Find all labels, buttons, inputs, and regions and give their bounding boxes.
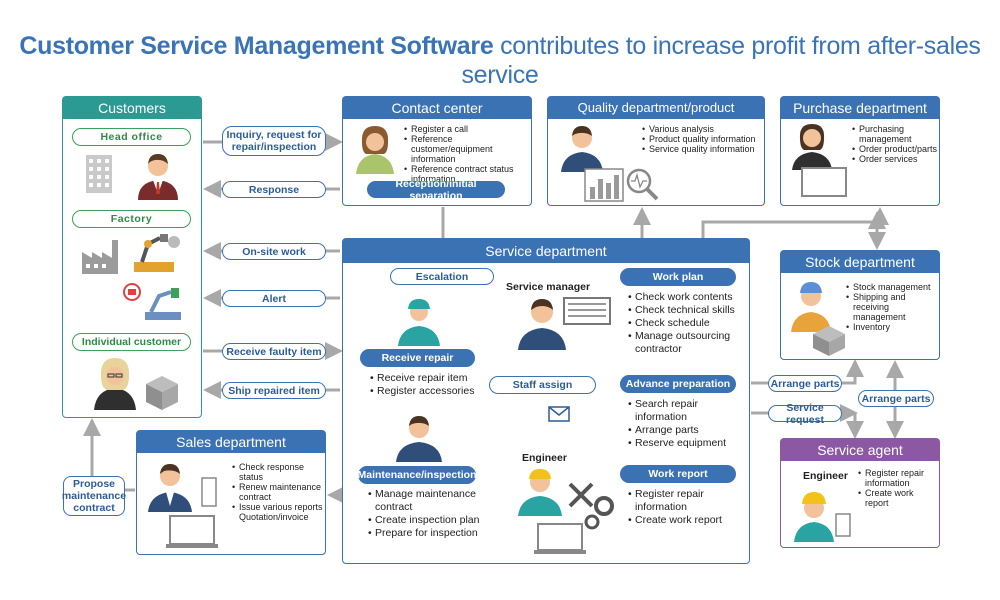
stock-task: Shipping and receiving management: [846, 292, 938, 322]
sales-tasks: Check response status Renew maintenance …: [232, 462, 324, 522]
individual-customer-icon: [94, 358, 136, 410]
work-report-task: Create work report: [628, 514, 746, 527]
agent-task: Create work report: [858, 488, 938, 508]
contact-center-tasks: Register a call Reference customer/equip…: [404, 124, 529, 184]
work-plan-task: Check technical skills: [628, 304, 746, 317]
customers-header: Customers: [63, 97, 201, 119]
salesperson-icon: [148, 464, 218, 548]
purchaser-icon: [792, 124, 847, 197]
purchase-tasks: Purchasing management Order product/part…: [852, 124, 938, 164]
work-plan-task: Check schedule: [628, 317, 746, 330]
agent-engineer-icon: [794, 492, 851, 542]
package-box-icon: [146, 376, 178, 410]
head-office-label: Head office: [72, 128, 191, 146]
agent-task: Register repair information: [858, 468, 938, 488]
individual-customer-label: Individual customer: [72, 333, 191, 351]
agent-tasks: Register repair information Create work …: [858, 468, 938, 508]
ship-repaired-flow-label: Ship repaired item: [222, 382, 326, 399]
maintenance-inspection-badge: Maintenance/inspection: [357, 466, 477, 484]
receive-faulty-flow-label: Receive faulty item: [222, 343, 326, 360]
contact-task: Register a call: [404, 124, 529, 134]
purchase-task: Order product/parts: [852, 144, 938, 154]
operator-icon: [356, 126, 394, 174]
contact-task: Reference customer/equipment information: [404, 134, 529, 164]
alert-flow-label: Alert: [222, 290, 326, 307]
onsite-work-flow-label: On-site work: [222, 243, 326, 260]
receive-repair-badge: Receive repair: [360, 349, 475, 367]
work-plan-task: Check work contents: [628, 291, 746, 304]
receive-repair-task: Register accessories: [370, 385, 490, 398]
office-building-icon: [86, 155, 112, 193]
advance-preparation-badge: Advance preparation: [620, 375, 736, 393]
maintenance-task: Manage maintenance contract: [368, 488, 483, 514]
sales-task: Issue various reports Quotation/invoice: [232, 502, 324, 522]
work-report-tasks: Register repair information Create work …: [628, 488, 746, 527]
factory-icon: [82, 240, 118, 274]
stock-task: Stock management: [846, 282, 938, 292]
work-report-task: Register repair information: [628, 488, 746, 514]
maintenance-task: Prepare for inspection: [368, 527, 483, 540]
work-plan-badge: Work plan: [620, 268, 736, 286]
receive-repair-tasks: Receive repair item Register accessories: [370, 372, 490, 398]
warehouse-worker-icon: [791, 282, 845, 356]
sales-task: Check response status: [232, 462, 324, 482]
work-plan-task: Manage outsourcing contractor: [628, 330, 746, 356]
page-title: Customer Service Management Software con…: [19, 32, 981, 89]
analysis-chart-icon: [584, 168, 659, 202]
alert-robot-icon: [123, 283, 181, 320]
maintenance-engineer-icon: [396, 416, 442, 462]
purchase-department-header: Purchase department: [781, 97, 939, 119]
factory-label: Factory: [72, 210, 191, 228]
stock-department-header: Stock department: [781, 251, 939, 273]
sales-department-header: Sales department: [137, 431, 325, 453]
purchase-task: Purchasing management: [852, 124, 938, 144]
repair-technician-icon: [398, 299, 440, 346]
work-plan-tasks: Check work contents Check technical skil…: [628, 291, 746, 356]
maintenance-task: Create inspection plan: [368, 514, 483, 527]
quality-department-header: Quality department/product development: [548, 97, 764, 137]
quality-task: Product quality information: [642, 134, 762, 144]
field-engineer-icon: [518, 469, 614, 554]
service-manager-icon: [518, 297, 611, 350]
advance-task: Arrange parts: [628, 424, 746, 437]
escalation-badge: Escalation: [390, 268, 494, 285]
contact-center-header: Contact center: [343, 97, 531, 119]
advance-preparation-tasks: Search repair information Arrange parts …: [628, 398, 746, 450]
maintenance-tasks: Manage maintenance contract Create inspe…: [368, 488, 483, 540]
service-agent-header: Service agent: [781, 439, 939, 461]
work-report-badge: Work report: [620, 465, 736, 483]
contact-task: Reference contract status information: [404, 164, 529, 184]
staff-assign-badge: Staff assign: [489, 376, 596, 394]
quality-task: Various analysis: [642, 124, 762, 134]
receive-repair-task: Receive repair item: [370, 372, 490, 385]
service-department-header: Service department: [343, 239, 749, 263]
service-request-flow-label: Service request: [768, 402, 842, 426]
sales-task: Renew maintenance contract: [232, 482, 324, 502]
reception-badge: Reception/initial separation: [367, 178, 505, 202]
stock-task: Inventory: [846, 322, 938, 332]
arrange-parts-agent-flow-label: Arrange parts: [858, 390, 934, 407]
stock-tasks: Stock management Shipping and receiving …: [846, 282, 938, 332]
advance-task: Reserve equipment: [628, 437, 746, 450]
response-flow-label: Response: [222, 181, 326, 198]
arrange-parts-flow-label: Arrange parts: [768, 375, 842, 392]
engineer-label: Engineer: [522, 452, 567, 464]
inquiry-flow-label: Inquiry, request for repair/inspection: [222, 126, 326, 156]
advance-task: Search repair information: [628, 398, 746, 424]
mail-icon: [548, 406, 570, 422]
quality-tasks: Various analysis Product quality informa…: [642, 124, 762, 154]
purchase-task: Order services: [852, 154, 938, 164]
businessman-icon: [138, 154, 178, 200]
analyst-icon: [561, 126, 603, 172]
service-manager-label: Service manager: [506, 281, 591, 293]
quality-task: Service quality information: [642, 144, 762, 154]
agent-engineer-label: Engineer: [803, 470, 848, 482]
robot-arm-icon: [134, 234, 180, 272]
propose-contract-flow-label: Propose maintenance contract: [61, 476, 127, 516]
